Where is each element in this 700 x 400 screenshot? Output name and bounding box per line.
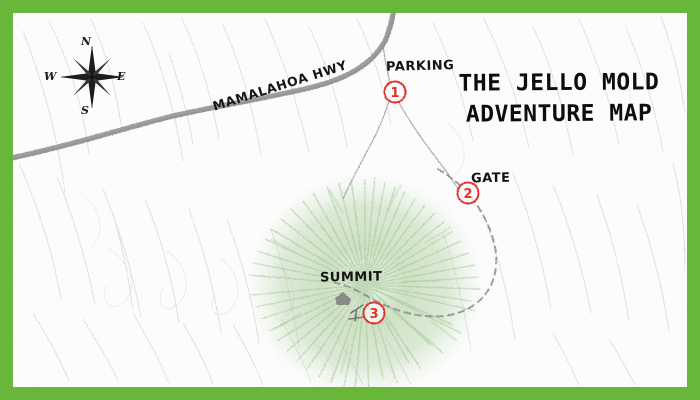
label-summit: SUMMIT bbox=[319, 269, 383, 286]
map-title: THE JELLO MOLD ADVENTURE MAP bbox=[458, 69, 660, 128]
compass-west-label: W bbox=[44, 70, 57, 83]
compass-east-label: E bbox=[117, 70, 126, 83]
waypoint-number-1: 1 bbox=[390, 86, 399, 101]
map-drawing: 1 2 3 bbox=[13, 13, 687, 387]
compass-north-label: N bbox=[81, 35, 92, 48]
waypoint-marker-3[interactable]: 3 bbox=[362, 301, 386, 325]
summit-icons bbox=[335, 292, 366, 322]
compass-rose-star bbox=[60, 45, 124, 109]
waypoint-marker-1[interactable]: 1 bbox=[383, 80, 407, 104]
label-parking: PARKING bbox=[385, 58, 455, 75]
waypoint-number-2: 2 bbox=[463, 187, 472, 202]
vegetation-area bbox=[247, 173, 483, 387]
vegetation-outer-strokes bbox=[270, 184, 458, 374]
label-gate: GATE bbox=[470, 170, 511, 187]
road-mamalahoa-hwy bbox=[13, 13, 396, 161]
hiking-trail bbox=[334, 168, 498, 318]
compass-south-label: S bbox=[81, 104, 89, 117]
waypoint-marker-2[interactable]: 2 bbox=[456, 181, 480, 205]
map-canvas: 1 2 3 N E S W THE JELLO MOLD ADVENTURE M… bbox=[13, 13, 687, 387]
pencil-texture-hatching bbox=[18, 16, 686, 386]
waypoint-number-3: 3 bbox=[369, 307, 378, 322]
